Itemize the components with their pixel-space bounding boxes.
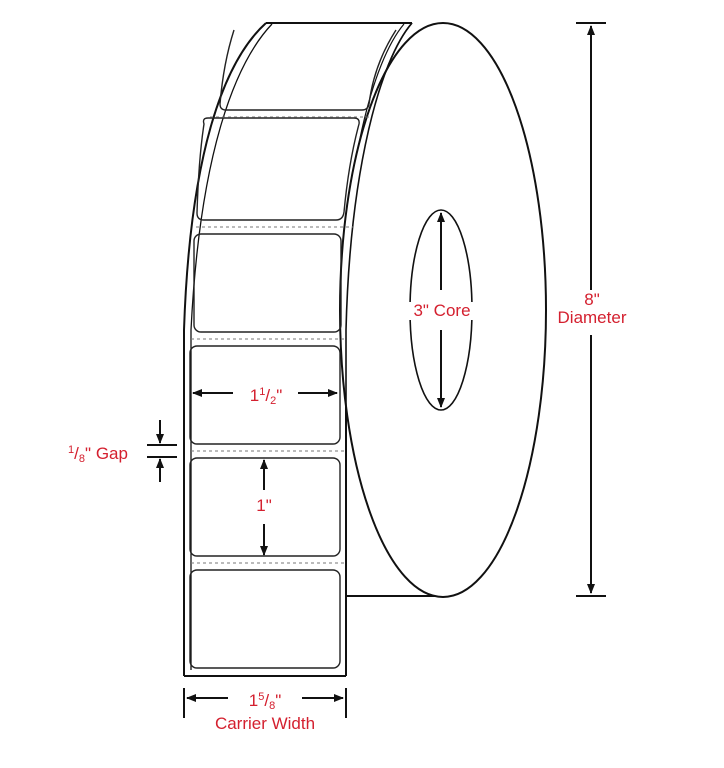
carrier-width-value: 15/8" xyxy=(198,688,332,715)
label-6 xyxy=(189,569,341,669)
label-width-whole: 1 xyxy=(249,386,260,405)
core-label-text: 3" Core xyxy=(413,301,471,320)
carrier-width-label: 15/8" Carrier Width xyxy=(198,688,332,733)
carrier-width-text: Carrier Width xyxy=(214,714,316,733)
diameter-text: Diameter xyxy=(557,308,627,327)
carrier-width-unit: " xyxy=(275,691,282,710)
diameter-dimension xyxy=(576,22,606,597)
carrier-width-num: 5 xyxy=(258,691,265,703)
label-width-num: 1 xyxy=(259,386,266,398)
fraction-slash: / xyxy=(74,444,79,463)
carrier-width-den: 8 xyxy=(269,700,276,712)
core-label: 3" Core xyxy=(407,302,477,320)
gap-num: 1 xyxy=(68,444,75,456)
gap-text: Gap xyxy=(95,444,128,463)
labels xyxy=(189,29,397,669)
label-width-unit: " xyxy=(276,386,283,405)
gap-dimension xyxy=(147,420,177,482)
label-height-value: 1" xyxy=(256,496,272,515)
fraction-slash: / xyxy=(265,386,271,405)
label-width-label: 11/2" xyxy=(240,383,292,410)
label-5 xyxy=(189,457,341,557)
fraction-slash: / xyxy=(264,691,270,710)
label-2 xyxy=(196,117,360,221)
gap-lines xyxy=(191,116,370,564)
gap-den: 8 xyxy=(78,453,86,465)
label-1 xyxy=(219,29,397,111)
label-4 xyxy=(189,345,341,445)
carrier-width-dimension xyxy=(183,688,347,718)
gap-unit: " xyxy=(85,444,92,463)
diameter-label: 8" Diameter xyxy=(548,291,636,327)
carrier-width-whole: 1 xyxy=(248,691,259,710)
diameter-value: 8" xyxy=(584,290,600,309)
label-3 xyxy=(193,233,342,333)
label-width-den: 2 xyxy=(270,395,277,407)
gap-label: 1/8" Gap xyxy=(58,441,138,468)
label-height-label: 1" xyxy=(250,497,278,515)
